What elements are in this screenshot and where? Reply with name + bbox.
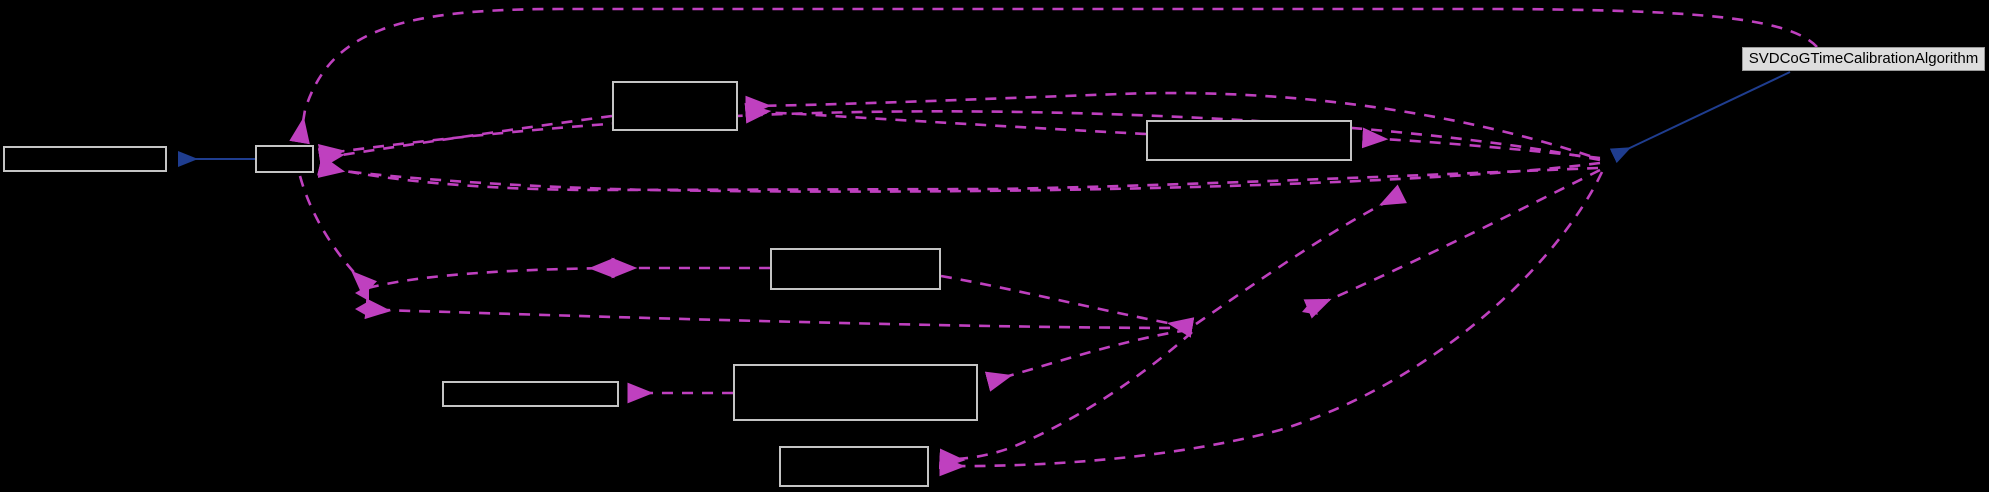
node-lower-left[interactable] [442,381,619,407]
edge-inner-down-a [298,175,378,297]
edge-hubc-to-leftarrows [364,298,1191,330]
node-lower-middle[interactable] [733,364,978,421]
node-root-svd-cog-time-calibration-algorithm[interactable]: SVDCoGTimeCalibrationAlgorithm [1742,47,1985,71]
edge-upper-right-to-umid [744,102,1147,136]
edge-hub-to-inner-a [318,110,1601,165]
edge-hubc-to-lower-middle [984,328,1189,392]
edge-hub-to-upper-middle [745,91,1591,158]
node-left-inner[interactable] [255,145,314,173]
edge-umid-to-inner [317,114,613,169]
edge-hub-down-to-arrow [1303,168,1601,319]
arrowhead-mid-left [600,260,614,276]
arrowhead-left-upper [355,285,369,301]
edge-hubc-up-to-hub [1195,184,1407,326]
edge-root-to-inner-top [289,7,1818,145]
node-root-svd-cog-time-calibration-algorithm-label: SVDCoGTimeCalibrationAlgorithm [1748,49,1979,67]
edge-root-to-hub [1609,71,1791,164]
edge-hub-to-inner-b [317,157,1601,193]
node-upper-right[interactable] [1146,120,1352,161]
edge-arrow-left-up-tail [367,257,615,290]
node-center[interactable] [770,248,941,290]
edge-hubc-to-bottom-b [938,331,1193,470]
node-upper-middle[interactable] [612,81,738,131]
arrowhead-left-lower [355,301,369,317]
node-left-outer[interactable] [3,146,167,172]
edge-hub-to-upper-right [1361,127,1601,160]
edge-center-to-hubc [940,274,1195,338]
edge-hub-to-left-dip [317,155,1599,192]
arrowhead-right-mid [1302,299,1318,315]
node-bottom[interactable] [779,446,929,487]
edge-hub-to-bottom-a [939,171,1604,477]
